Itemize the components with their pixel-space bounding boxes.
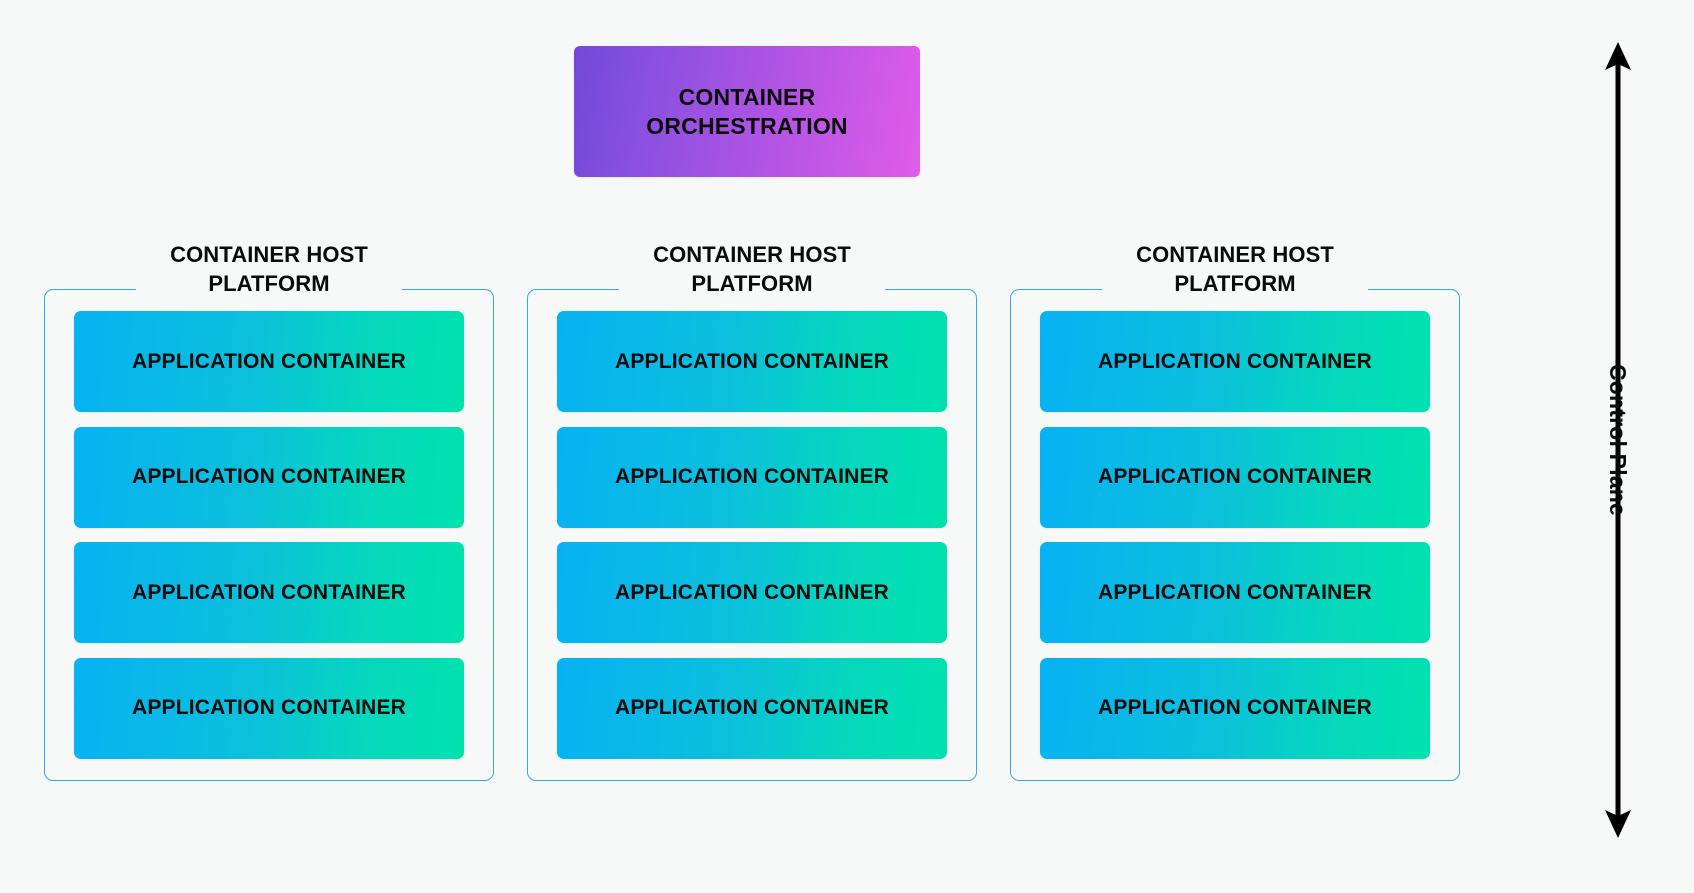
application-container-label: APPLICATION CONTAINER bbox=[1097, 580, 1373, 604]
application-container: APPLICATION CONTAINER bbox=[557, 657, 947, 759]
application-container-label: APPLICATION CONTAINER bbox=[131, 696, 407, 720]
application-container-label: APPLICATION CONTAINER bbox=[131, 465, 407, 489]
host-platform-body-1: APPLICATION CONTAINER APPLICATION CONTAI… bbox=[74, 311, 464, 759]
application-container: APPLICATION CONTAINER bbox=[1040, 426, 1430, 528]
application-container: APPLICATION CONTAINER bbox=[1040, 657, 1430, 759]
application-container-label: APPLICATION CONTAINER bbox=[1097, 349, 1373, 373]
host-platform-title-3: CONTAINER HOST PLATFORM bbox=[1136, 242, 1334, 296]
application-container-label: APPLICATION CONTAINER bbox=[614, 349, 890, 373]
host-platform-title-1: CONTAINER HOST PLATFORM bbox=[170, 242, 368, 296]
application-container: APPLICATION CONTAINER bbox=[557, 542, 947, 644]
control-plane-label: Control Plane bbox=[1605, 363, 1632, 517]
host-platform-body-2: APPLICATION CONTAINER APPLICATION CONTAI… bbox=[557, 311, 947, 759]
host-platform-legend-gap-2 bbox=[619, 283, 885, 297]
application-container-label: APPLICATION CONTAINER bbox=[614, 465, 890, 489]
host-platform-body-3: APPLICATION CONTAINER APPLICATION CONTAI… bbox=[1040, 311, 1430, 759]
application-container: APPLICATION CONTAINER bbox=[74, 657, 464, 759]
application-container: APPLICATION CONTAINER bbox=[74, 311, 464, 412]
host-platform-title-2: CONTAINER HOST PLATFORM bbox=[653, 242, 851, 296]
application-container-label: APPLICATION CONTAINER bbox=[1097, 696, 1373, 720]
double-arrow-icon bbox=[1605, 42, 1631, 838]
container-orchestration-block: CONTAINER ORCHESTRATION bbox=[574, 46, 920, 177]
application-container: APPLICATION CONTAINER bbox=[1040, 542, 1430, 644]
application-container-label: APPLICATION CONTAINER bbox=[614, 696, 890, 720]
application-container: APPLICATION CONTAINER bbox=[1040, 311, 1430, 412]
container-host-platform-2: CONTAINER HOST PLATFORM APPLICATION CONT… bbox=[527, 242, 977, 781]
application-container-label: APPLICATION CONTAINER bbox=[614, 580, 890, 604]
application-container-label: APPLICATION CONTAINER bbox=[131, 580, 407, 604]
application-container: APPLICATION CONTAINER bbox=[557, 426, 947, 528]
host-platform-legend-gap-1 bbox=[136, 283, 402, 297]
control-plane-annotation: Control Plane bbox=[1576, 40, 1694, 840]
application-container-label: APPLICATION CONTAINER bbox=[131, 349, 407, 373]
host-platform-columns: CONTAINER HOST PLATFORM APPLICATION CONT… bbox=[44, 242, 1460, 781]
application-container: APPLICATION CONTAINER bbox=[74, 542, 464, 644]
host-platform-legend-gap-3 bbox=[1102, 283, 1368, 297]
container-host-platform-1: CONTAINER HOST PLATFORM APPLICATION CONT… bbox=[44, 242, 494, 781]
container-orchestration-label: CONTAINER ORCHESTRATION bbox=[646, 83, 848, 139]
container-host-platform-3: CONTAINER HOST PLATFORM APPLICATION CONT… bbox=[1010, 242, 1460, 781]
application-container: APPLICATION CONTAINER bbox=[557, 311, 947, 412]
application-container-label: APPLICATION CONTAINER bbox=[1097, 465, 1373, 489]
application-container: APPLICATION CONTAINER bbox=[74, 426, 464, 528]
